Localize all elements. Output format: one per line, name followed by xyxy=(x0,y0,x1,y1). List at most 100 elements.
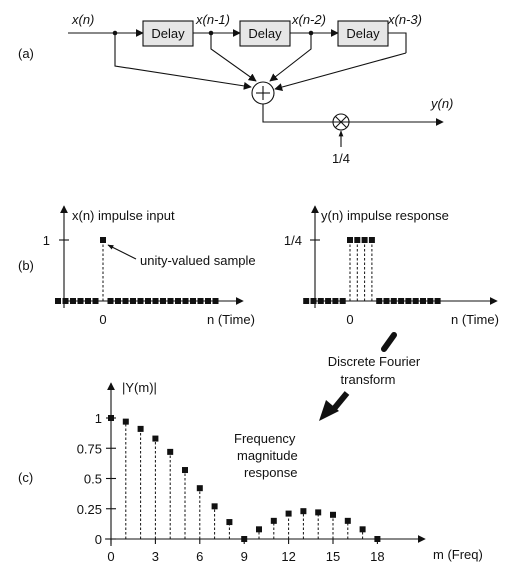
magnitude-point xyxy=(315,509,322,516)
impulse-input-point xyxy=(107,298,114,304)
magnitude-x-label: m (Freq) xyxy=(433,547,483,562)
delay-label-3: Delay xyxy=(346,26,380,41)
tap-line-3-top xyxy=(388,32,407,53)
output-label: y(n) xyxy=(430,96,453,111)
magnitude-x-tick-label: 6 xyxy=(196,549,203,564)
output-line xyxy=(262,104,444,126)
magnitude-point xyxy=(344,517,351,524)
impulse-response-point xyxy=(303,298,310,304)
magnitude-point xyxy=(359,526,366,533)
magnitude-x-tick-label: 9 xyxy=(241,549,248,564)
magnitude-point xyxy=(256,526,262,533)
impulse-input-point xyxy=(115,298,121,304)
impulse-input-point xyxy=(197,298,204,304)
impulse-response-point xyxy=(398,298,405,304)
part-a-label: (a) xyxy=(18,46,34,61)
annotation-arrow xyxy=(107,244,137,260)
impulse-input-x-label: n (Time) xyxy=(207,312,255,327)
impulse-response-point xyxy=(332,298,339,304)
magnitude-point xyxy=(182,467,188,474)
impulse-input-point xyxy=(70,298,76,304)
impulse-response-point xyxy=(368,237,375,243)
impulse-input-point xyxy=(85,298,91,304)
impulse-input-title: x(n) impulse input xyxy=(72,208,175,223)
impulse-response-point xyxy=(354,237,361,243)
impulse-response-point xyxy=(361,237,368,243)
magnitude-point xyxy=(211,503,218,510)
part-b-label: (b) xyxy=(18,258,34,273)
impulse-response-point xyxy=(376,298,383,304)
impulse-response-point xyxy=(310,298,317,304)
impulse-response-point xyxy=(390,298,397,304)
impulse-response-plot: 1/4 0 n (Time) y(n) impulse response xyxy=(284,205,499,327)
annotation-text: unity-valued sample xyxy=(140,253,256,268)
impulse-response-point xyxy=(383,298,390,304)
impulse-input-point xyxy=(62,298,69,304)
magnitude-y-label: |Y(m)| xyxy=(122,380,157,395)
tap2-label: x(n-2) xyxy=(291,12,326,27)
freq-note-line1: Frequency xyxy=(234,431,296,446)
magnitude-x-tick-label: 15 xyxy=(326,549,340,564)
magnitude-plot: (c) |Y(m)| m (Freq) Frequency magnitude … xyxy=(18,380,483,564)
freq-note-line3: response xyxy=(244,465,297,480)
tap-line-0 xyxy=(114,33,252,90)
impulse-input-point xyxy=(92,298,99,304)
magnitude-point xyxy=(330,511,336,518)
impulse-input-plot: (b) 1 0 n (Time) x(n) impulse input unit… xyxy=(18,205,256,327)
tap-line-2 xyxy=(269,33,312,82)
impulse-input-point xyxy=(100,237,106,243)
impulse-input-point xyxy=(130,298,136,304)
dft-arrow-shaft xyxy=(330,391,350,412)
impulse-input-point xyxy=(212,298,219,304)
impulse-response-x-label: n (Time) xyxy=(451,312,499,327)
delay-label-1: Delay xyxy=(151,26,185,41)
dft-note-line2: transform xyxy=(341,372,396,387)
magnitude-x-tick-label: 18 xyxy=(370,549,384,564)
impulse-input-point xyxy=(167,298,174,304)
magnitude-point xyxy=(285,510,292,517)
impulse-input-point xyxy=(205,298,211,304)
impulse-response-y-tick-label: 1/4 xyxy=(284,233,302,248)
multiplier-x-2 xyxy=(335,116,347,128)
impulse-input-x-tick-label: 0 xyxy=(99,312,106,327)
impulse-input-point xyxy=(175,298,181,304)
tap-line-1 xyxy=(210,33,257,82)
impulse-response-point xyxy=(434,298,441,304)
impulse-response-point xyxy=(347,237,353,243)
impulse-input-point xyxy=(137,298,144,304)
delay-label-2: Delay xyxy=(248,26,282,41)
multiplier-circle xyxy=(332,113,350,131)
impulse-response-point xyxy=(427,298,434,304)
impulse-response-point xyxy=(317,298,324,304)
impulse-input-point xyxy=(122,298,129,304)
block-diagram: (a) x(n) Delay x(n-1) Delay x(n-2) Delay… xyxy=(18,12,453,166)
tap3-label: x(n-3) xyxy=(387,12,422,27)
magnitude-y-tick-label: 0.75 xyxy=(77,441,102,456)
impulse-input-marks xyxy=(55,237,219,304)
gain-label: 1/4 xyxy=(332,151,350,166)
impulse-input-point xyxy=(77,298,84,304)
magnitude-y-tick-label: 0.25 xyxy=(77,502,102,517)
impulse-input-point xyxy=(182,298,189,304)
part-c-label: (c) xyxy=(18,470,33,485)
dft-transition: Discrete Fourier transform xyxy=(319,332,421,421)
impulse-input-point xyxy=(152,298,159,304)
impulse-input-point xyxy=(160,298,166,304)
magnitude-point xyxy=(196,485,203,492)
magnitude-point xyxy=(137,425,144,432)
freq-note-line2: magnitude xyxy=(237,448,298,463)
impulse-response-x-tick-label: 0 xyxy=(346,312,353,327)
magnitude-x-tick-label: 3 xyxy=(152,549,159,564)
impulse-response-point xyxy=(339,298,346,304)
impulse-input-point xyxy=(55,298,61,304)
magnitude-y-tick-label: 1 xyxy=(95,411,102,426)
dft-arrow-top xyxy=(381,332,397,352)
impulse-input-point xyxy=(190,298,196,304)
magnitude-point xyxy=(152,435,159,442)
tap1-label: x(n-1) xyxy=(195,12,230,27)
magnitude-y-tick-label: 0 xyxy=(95,532,102,547)
magnitude-point xyxy=(270,517,277,524)
tap-line-3 xyxy=(274,52,407,91)
